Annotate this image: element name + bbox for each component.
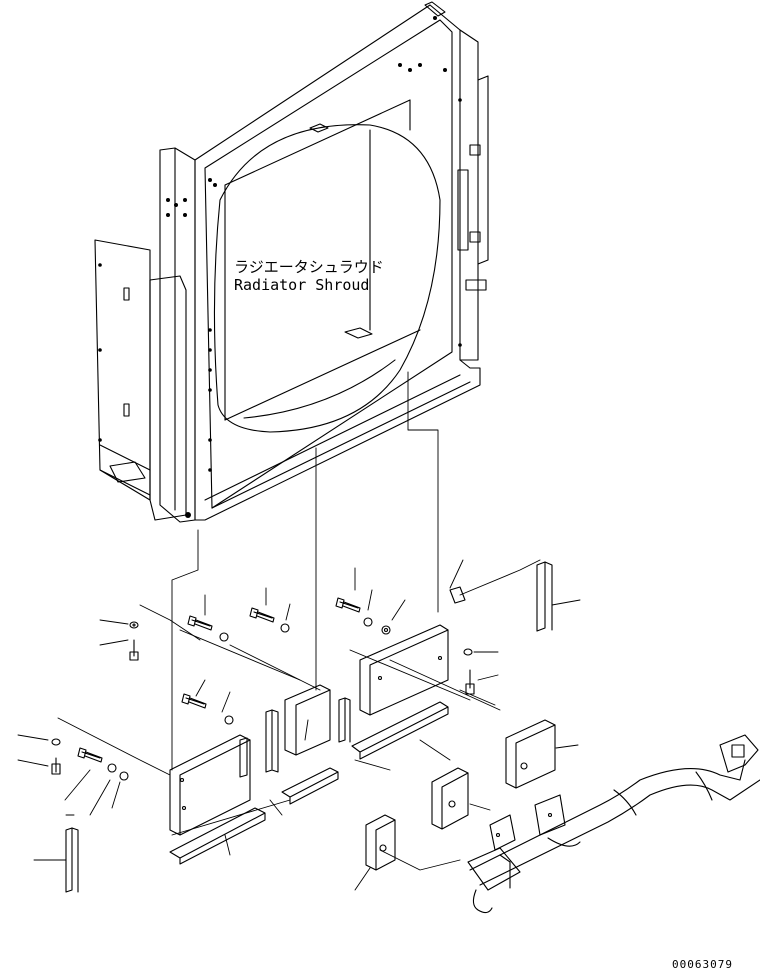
cushion-bars	[169, 701, 556, 871]
part-label-jp: ラジエータシュラウド	[234, 258, 384, 276]
part-label-en: Radiator Shroud	[234, 276, 369, 294]
drawing-code: 00063079	[672, 958, 733, 971]
radiator-shroud	[94, 1, 489, 523]
brackets	[65, 561, 553, 893]
pipe-assembly	[467, 734, 760, 914]
fasteners	[51, 597, 475, 781]
callout-leaders	[17, 559, 581, 891]
